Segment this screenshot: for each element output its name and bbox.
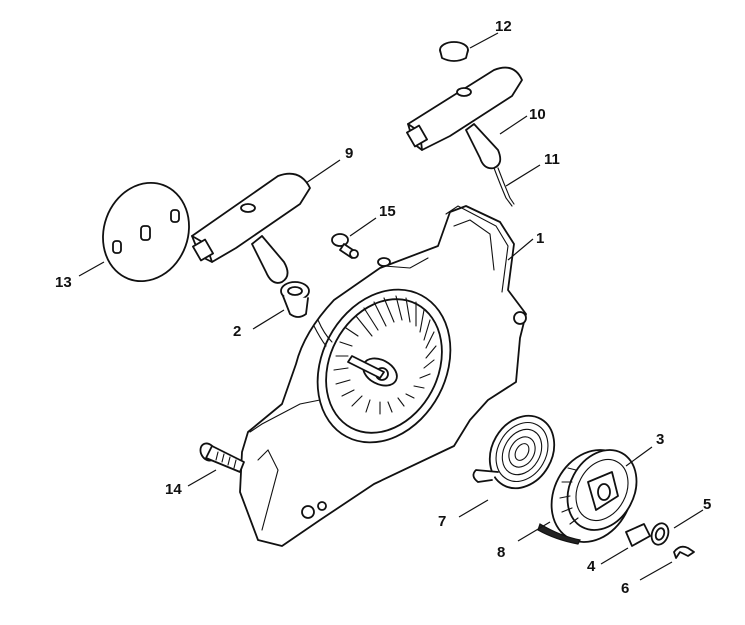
label-part-8: 8 [497, 544, 505, 561]
part-5-washer [650, 522, 670, 546]
label-part-12: 12 [495, 18, 512, 35]
label-part-2: 2 [233, 323, 241, 340]
part-10-handle [406, 66, 523, 170]
leader-lines [78, 32, 704, 581]
part-9-handle [191, 172, 311, 284]
part-1-housing [239, 205, 527, 547]
label-part-1: 1 [536, 230, 544, 247]
part-6-clip [673, 545, 695, 559]
part-13-disc [102, 181, 190, 283]
label-part-11: 11 [544, 151, 560, 168]
label-part-4: 4 [587, 558, 596, 575]
part-14-bolt [199, 442, 245, 473]
part-labels: 1 2 3 4 5 6 7 8 9 10 11 12 13 14 15 [55, 18, 711, 597]
label-part-15: 15 [379, 203, 396, 220]
part-15-screw [331, 233, 359, 259]
label-part-5: 5 [703, 496, 711, 513]
part-2-grommet [280, 281, 310, 318]
label-part-3: 3 [656, 431, 664, 448]
part-3-rotor [537, 449, 638, 545]
part-11-rope [493, 167, 515, 207]
label-part-14: 14 [165, 481, 182, 498]
part-7-spring [472, 414, 556, 490]
fan-blades [333, 295, 437, 415]
label-part-7: 7 [438, 513, 446, 530]
label-part-13: 13 [55, 274, 72, 291]
part-12-cap [439, 41, 469, 62]
label-part-6: 6 [621, 580, 629, 597]
label-part-9: 9 [345, 145, 353, 162]
part-4-pawl [625, 523, 651, 547]
label-part-10: 10 [529, 106, 546, 123]
